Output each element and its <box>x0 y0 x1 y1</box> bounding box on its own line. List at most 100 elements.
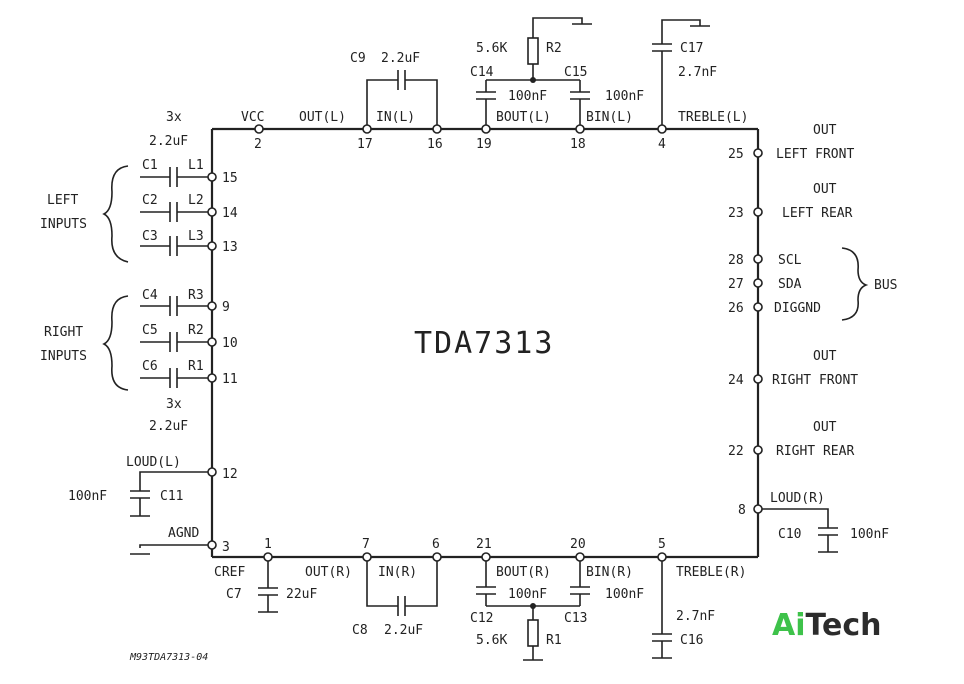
label-c7: C7 <box>226 587 242 602</box>
pin-number-5: 5 <box>658 537 666 552</box>
label-l2: L2 <box>188 193 204 208</box>
pin-19 <box>481 124 491 134</box>
capacitor-c13 <box>570 561 590 606</box>
label-scl: SCL <box>778 253 802 268</box>
input-l1 <box>140 167 212 187</box>
label-c11: C11 <box>160 489 183 504</box>
aitech-logo: AiTech <box>772 608 881 643</box>
pin-number-28: 28 <box>728 253 744 268</box>
label-r1-input: R1 <box>188 359 204 374</box>
value-c11: 100nF <box>68 489 107 504</box>
capacitor-c8 <box>366 561 438 616</box>
pin-25 <box>753 148 763 158</box>
pin-9 <box>207 301 217 311</box>
pin-number-8: 8 <box>738 503 746 518</box>
label-out-lf-1: OUT <box>813 123 837 138</box>
value-c9: 2.2uF <box>381 51 420 66</box>
label-c13: C13 <box>564 611 587 626</box>
pin-number-14: 14 <box>222 206 238 221</box>
figure-code: M93TDA7313-04 <box>129 652 208 663</box>
label-c9: C9 <box>350 51 366 66</box>
resistor-r1 <box>523 606 543 661</box>
pin-14 <box>207 207 217 217</box>
pin-4 <box>657 124 667 134</box>
pin-23 <box>753 207 763 217</box>
label-out-rr-2: RIGHT REAR <box>776 444 854 459</box>
label-vcc: VCC <box>241 110 264 125</box>
pin-26 <box>753 302 763 312</box>
pin-number-1: 1 <box>264 537 272 552</box>
label-cap-bottom: 2.2uF <box>149 419 188 434</box>
capacitor-c9 <box>366 70 438 125</box>
label-treble-l: TREBLE(L) <box>678 110 748 125</box>
label-c14: C14 <box>470 65 494 80</box>
capacitor-c7 <box>258 561 278 613</box>
brace-right-inputs <box>102 295 129 391</box>
pin-number-19: 19 <box>476 137 492 152</box>
label-out-lr-2: LEFT REAR <box>782 206 853 221</box>
value-c14: 100nF <box>508 89 547 104</box>
pin-27 <box>753 278 763 288</box>
pin-number-3: 3 <box>222 540 230 555</box>
label-left-inputs-1: LEFT <box>47 193 78 208</box>
label-c12: C12 <box>470 611 493 626</box>
label-out-lr-1: OUT <box>813 182 837 197</box>
label-c6: C6 <box>142 359 158 374</box>
pin-number-12: 12 <box>222 467 238 482</box>
pin-number-25: 25 <box>728 147 744 162</box>
pin-1 <box>263 552 273 562</box>
capacitor-c14 <box>476 80 496 125</box>
pin-number-20: 20 <box>570 537 586 552</box>
label-loud-r: LOUD(R) <box>770 491 825 506</box>
label-bin-l: BIN(L) <box>586 110 633 125</box>
value-r2: 5.6K <box>476 41 507 56</box>
value-c15: 100nF <box>605 89 644 104</box>
capacitor-c12 <box>476 561 496 606</box>
pin-number-18: 18 <box>570 137 586 152</box>
input-r1 <box>140 368 212 388</box>
pin-number-21: 21 <box>476 537 492 552</box>
pin-11 <box>207 373 217 383</box>
label-bin-r: BIN(R) <box>586 565 633 580</box>
label-r3: R3 <box>188 288 204 303</box>
label-out-r: OUT(R) <box>305 565 352 580</box>
value-c10: 100nF <box>850 527 889 542</box>
label-c1: C1 <box>142 158 158 173</box>
pin-12 <box>207 467 217 477</box>
label-c16: C16 <box>680 633 703 648</box>
label-in-r: IN(R) <box>378 565 417 580</box>
pin-number-26: 26 <box>728 301 744 316</box>
brace-bus <box>841 247 869 321</box>
value-c13: 100nF <box>605 587 644 602</box>
input-l3 <box>140 236 212 256</box>
pin-17 <box>362 124 372 134</box>
pin-13 <box>207 241 217 251</box>
pin-number-15: 15 <box>222 171 238 186</box>
label-agnd: AGND <box>168 526 199 541</box>
pin-28 <box>753 254 763 264</box>
capacitor-c10 <box>762 508 838 553</box>
label-treble-r: TREBLE(R) <box>676 565 746 580</box>
label-right-inputs-1: RIGHT <box>44 325 83 340</box>
pin-number-9: 9 <box>222 300 230 315</box>
label-c17: C17 <box>680 41 703 56</box>
label-r2: R2 <box>546 41 562 56</box>
pin-5 <box>657 552 667 562</box>
pin-number-17: 17 <box>357 137 373 152</box>
chip-name: TDA7313 <box>414 326 554 361</box>
pin-2 <box>254 124 264 134</box>
label-bout-l: BOUT(L) <box>496 110 551 125</box>
label-c10: C10 <box>778 527 801 542</box>
label-c5: C5 <box>142 323 158 338</box>
input-r3 <box>140 296 212 316</box>
pin-number-11: 11 <box>222 372 238 387</box>
value-c7: 22uF <box>286 587 317 602</box>
label-c3: C3 <box>142 229 158 244</box>
pin-number-10: 10 <box>222 336 238 351</box>
pin-6 <box>432 552 442 562</box>
pin-number-6: 6 <box>432 537 440 552</box>
pin-24 <box>753 374 763 384</box>
pin-20 <box>575 552 585 562</box>
pin-18 <box>575 124 585 134</box>
